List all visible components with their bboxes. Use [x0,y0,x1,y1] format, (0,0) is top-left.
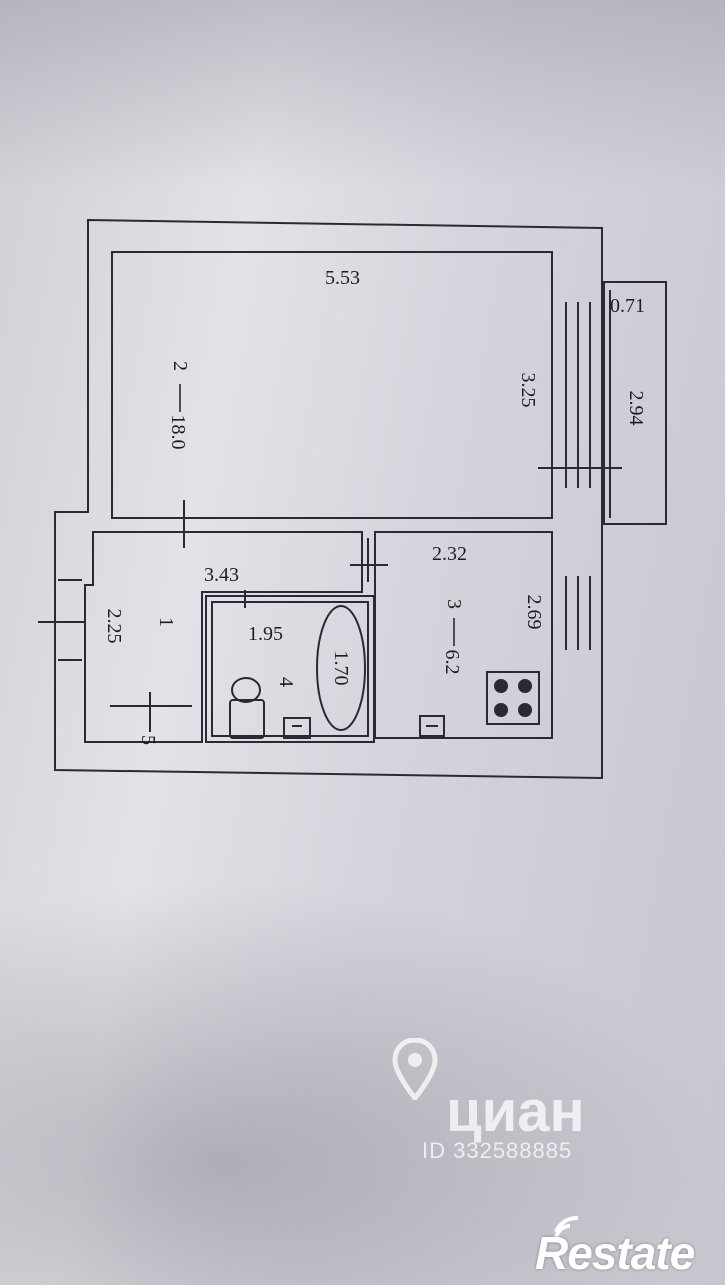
room-3-number: 3 [443,599,465,609]
room-1-extra-dim: 5 [137,735,159,745]
bathroom-sink [283,717,311,739]
room-1-number: 1 [155,617,177,627]
toilet-tank [229,699,265,739]
room-4-number: 4 [275,677,297,687]
location-pin-icon [392,1038,438,1100]
stove-burner [494,679,508,693]
stove-burner [494,703,508,717]
signal-icon [554,1215,579,1241]
room-1-width: 2.25 [103,608,125,644]
room-2-outline [111,251,553,519]
stove-shape [486,671,540,725]
room-3-width: 2.69 [523,594,545,630]
restate-logo: Restate [535,1227,695,1279]
room-1-outline [84,531,363,743]
room-2-number: 2 [169,361,191,371]
room-3-area: 6.2 [441,649,463,675]
room-2-width: 3.25 [517,372,539,408]
outer-wall [54,218,603,780]
bathtub-width: 1.70 [330,650,352,686]
bathtub-shape [316,605,366,731]
photo-shadow-top [0,0,725,190]
balcony-outline [603,281,667,525]
watermark-brand: циан [446,1079,585,1144]
toilet-bowl [231,677,261,703]
room-2-area: 18.0 [167,414,189,450]
photo-shadow-bottom [0,880,725,1285]
balcony-depth: 0.71 [610,295,645,317]
room-3-length: 2.32 [432,543,467,565]
balcony-length: 2.94 [625,390,647,426]
kitchen-sink [419,715,445,737]
stove-burner [518,679,532,693]
stove-burner [518,703,532,717]
room-1-length: 3.43 [204,564,239,586]
room-2-length: 5.53 [325,267,360,289]
room-4-inner [211,601,369,737]
watermark-listing-id: ID 332588885 [422,1138,573,1163]
room-3-outline [374,531,553,739]
room-4-length: 1.95 [248,623,283,645]
